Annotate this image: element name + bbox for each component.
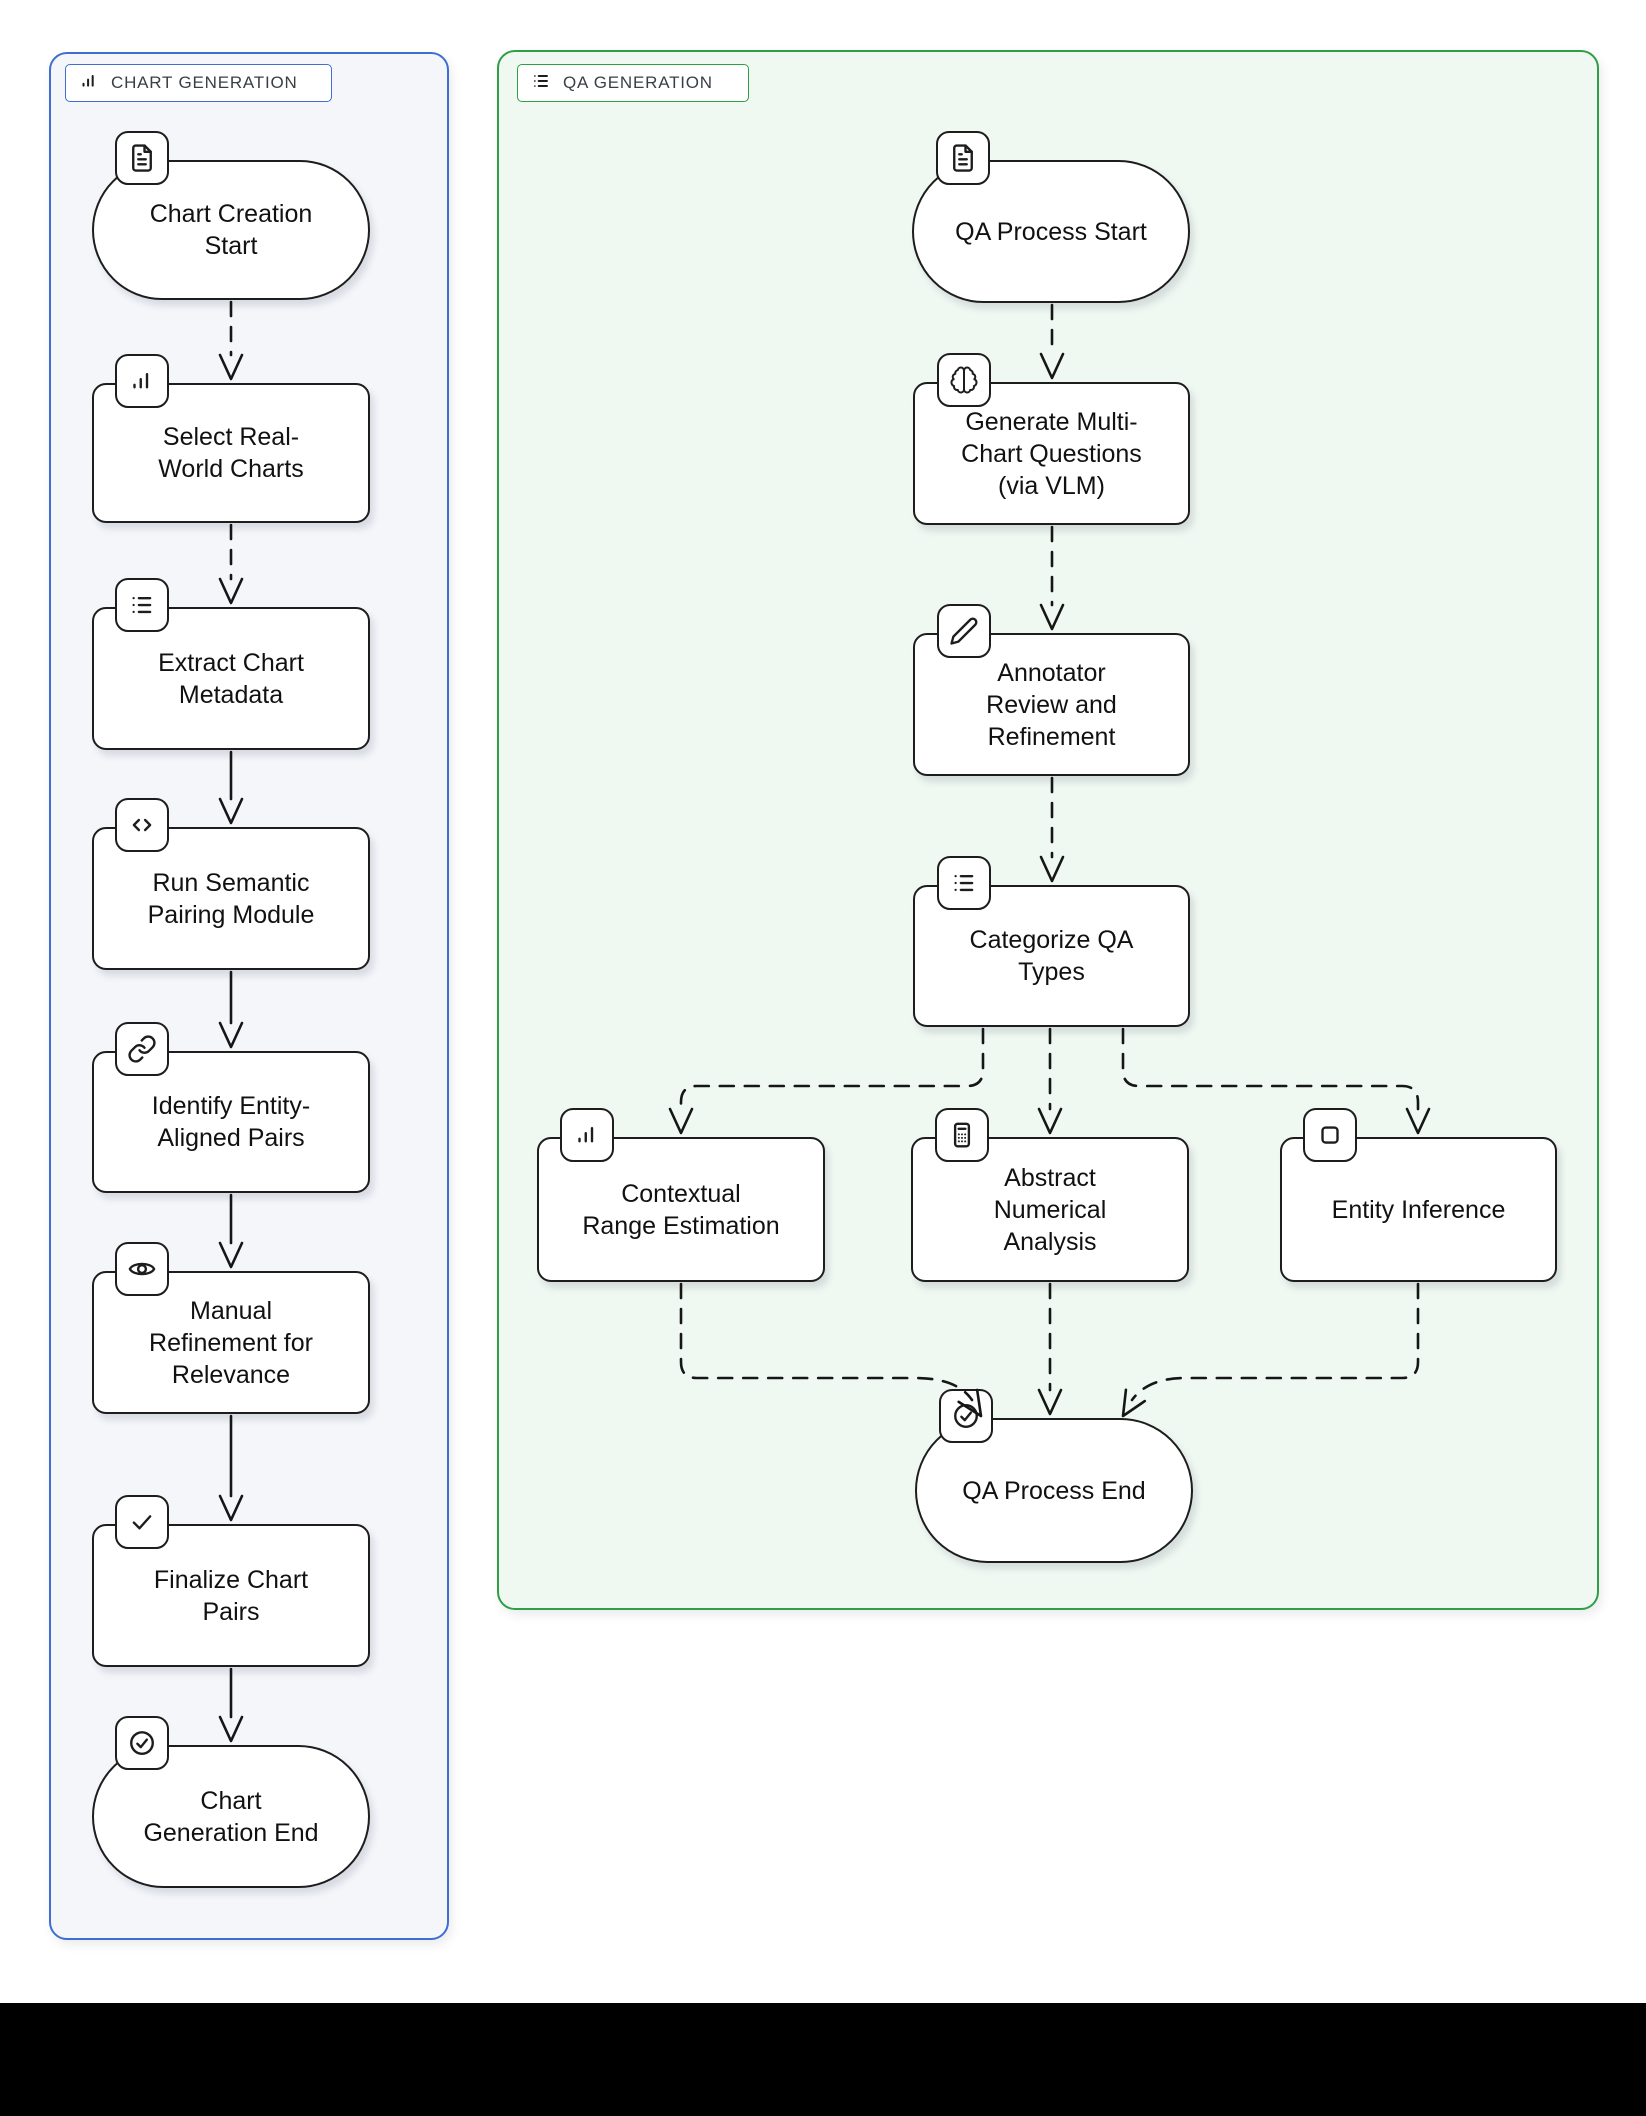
- bar-chart-icon: [560, 1108, 614, 1162]
- chart-generation-panel-title: CHART GENERATION: [65, 64, 332, 102]
- node-label: Generate Multi- Chart Questions (via VLM…: [961, 407, 1142, 500]
- node-label: Run Semantic Pairing Module: [147, 868, 315, 929]
- check-circle-icon: [115, 1716, 169, 1770]
- node-label: Select Real- World Charts: [158, 423, 304, 483]
- bar-chart-icon: [115, 354, 169, 408]
- document-icon: [115, 131, 169, 185]
- node-label: Annotator Review and Refinement: [986, 658, 1117, 751]
- node-label: Manual Refinement for Relevance: [149, 1296, 313, 1389]
- code-icon: [115, 798, 169, 852]
- check-icon: [115, 1495, 169, 1549]
- node-label: Contextual Range Estimation: [582, 1179, 780, 1240]
- calculator-icon: [935, 1108, 989, 1162]
- eye-icon: [115, 1242, 169, 1296]
- node-label: Finalize Chart Pairs: [153, 1565, 309, 1626]
- check-circle-icon: [939, 1389, 993, 1443]
- bottom-black-bar: [0, 2003, 1646, 2116]
- square-icon: [1303, 1108, 1357, 1162]
- node-label: QA Process End: [962, 1476, 1146, 1505]
- node-label: Entity Inference: [1331, 1195, 1506, 1224]
- list-icon: [530, 70, 552, 97]
- qa-generation-panel-title: QA GENERATION: [517, 64, 749, 102]
- node-contextual-range-estimation: Contextual Range Estimation: [537, 1137, 825, 1282]
- document-icon: [936, 131, 990, 185]
- node-label: Abstract Numerical Analysis: [993, 1163, 1107, 1256]
- node-chart-generation-end: Chart Generation End: [92, 1745, 370, 1888]
- node-label: Categorize QA Types: [969, 926, 1134, 986]
- node-label: Chart Creation Start: [149, 200, 313, 260]
- node-select-real-world-charts: Select Real- World Charts: [92, 383, 370, 523]
- node-label: Extract Chart Metadata: [158, 648, 304, 709]
- bar-chart-icon: [78, 70, 100, 97]
- node-extract-chart-metadata: Extract Chart Metadata: [92, 607, 370, 750]
- pencil-icon: [937, 604, 991, 658]
- link-icon: [115, 1022, 169, 1076]
- list-icon: [937, 856, 991, 910]
- panel-title-label: QA GENERATION: [563, 73, 713, 92]
- node-label: Identify Entity- Aligned Pairs: [151, 1092, 311, 1152]
- list-icon: [115, 578, 169, 632]
- panel-title-label: CHART GENERATION: [111, 73, 298, 92]
- node-label: QA Process Start: [955, 217, 1147, 246]
- brain-icon: [937, 353, 991, 407]
- node-label: Chart Generation End: [143, 1786, 319, 1847]
- node-manual-refinement-for-relevance: Manual Refinement for Relevance: [92, 1271, 370, 1414]
